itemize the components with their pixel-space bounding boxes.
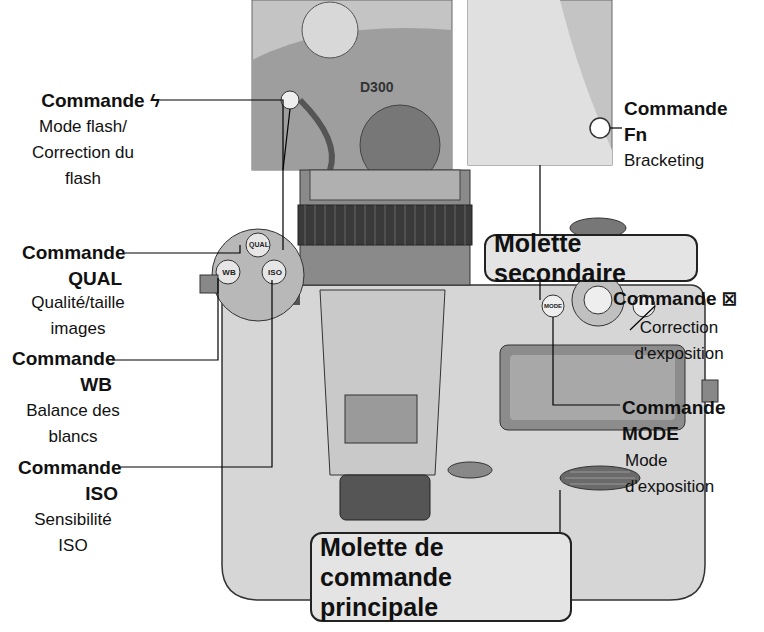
dial-name: Molette de commande principale: [320, 532, 562, 622]
fn-button: [590, 118, 610, 138]
lens-barrel: [300, 170, 470, 285]
zoom-ring: [298, 205, 472, 245]
button-function: Qualité/taille images: [18, 290, 138, 342]
body-marking: D300: [360, 74, 420, 100]
dial-name: Molette secondaire: [494, 228, 688, 288]
lens-front: [310, 170, 460, 200]
leader-line: [160, 100, 283, 250]
inset-frame: [468, 0, 612, 165]
button-marking: MODE: [538, 302, 568, 311]
button-function: Mode d'exposition: [625, 448, 755, 500]
button-name: Commande MODE: [622, 395, 732, 447]
eyepiece: [340, 475, 430, 520]
button-function: Bracketing: [624, 148, 754, 174]
flash-button: [281, 91, 299, 109]
inset-body: [468, 0, 612, 165]
leader-line: [553, 317, 620, 405]
button-marking: WB: [214, 267, 244, 278]
dial-callout-box: Molette de commande principale: [310, 532, 572, 622]
leader-line: [559, 490, 560, 532]
button-name: Commande ISO: [18, 455, 118, 507]
dial-ribs: [565, 472, 635, 484]
leader-line: [112, 278, 218, 360]
dial-callout-box: Molette secondaire: [484, 234, 698, 282]
hot-shoe: [345, 395, 417, 443]
leader-line: [125, 245, 240, 253]
strap-lug: [200, 275, 218, 293]
leader-line: [610, 127, 622, 128]
button-function: Correction d'exposition: [614, 315, 744, 367]
ring-ribs: [305, 205, 465, 245]
button-marking: ISO: [260, 267, 290, 278]
button-function: Balance des blancs: [18, 398, 128, 450]
leader-line: [118, 280, 272, 467]
pentaprism: [320, 290, 445, 475]
button-name: Commande ⊠: [613, 286, 763, 312]
inset-dial: [302, 2, 358, 58]
button-name: Commande ϟ: [10, 88, 160, 114]
inset-grip: [300, 100, 332, 170]
button-name: Commande WB: [12, 346, 112, 398]
dioptre: [448, 462, 492, 478]
button-name: Commande Fn: [624, 96, 724, 148]
shutter-release: [584, 286, 612, 314]
button-function: Mode flash/ Correction du flash: [18, 114, 148, 192]
button-name: Commande QUAL: [22, 240, 122, 292]
left-dial: [212, 229, 304, 321]
leader-line: [283, 109, 290, 170]
button-function: Sensibilité ISO: [18, 507, 128, 559]
button-marking: QUAL: [244, 240, 274, 250]
